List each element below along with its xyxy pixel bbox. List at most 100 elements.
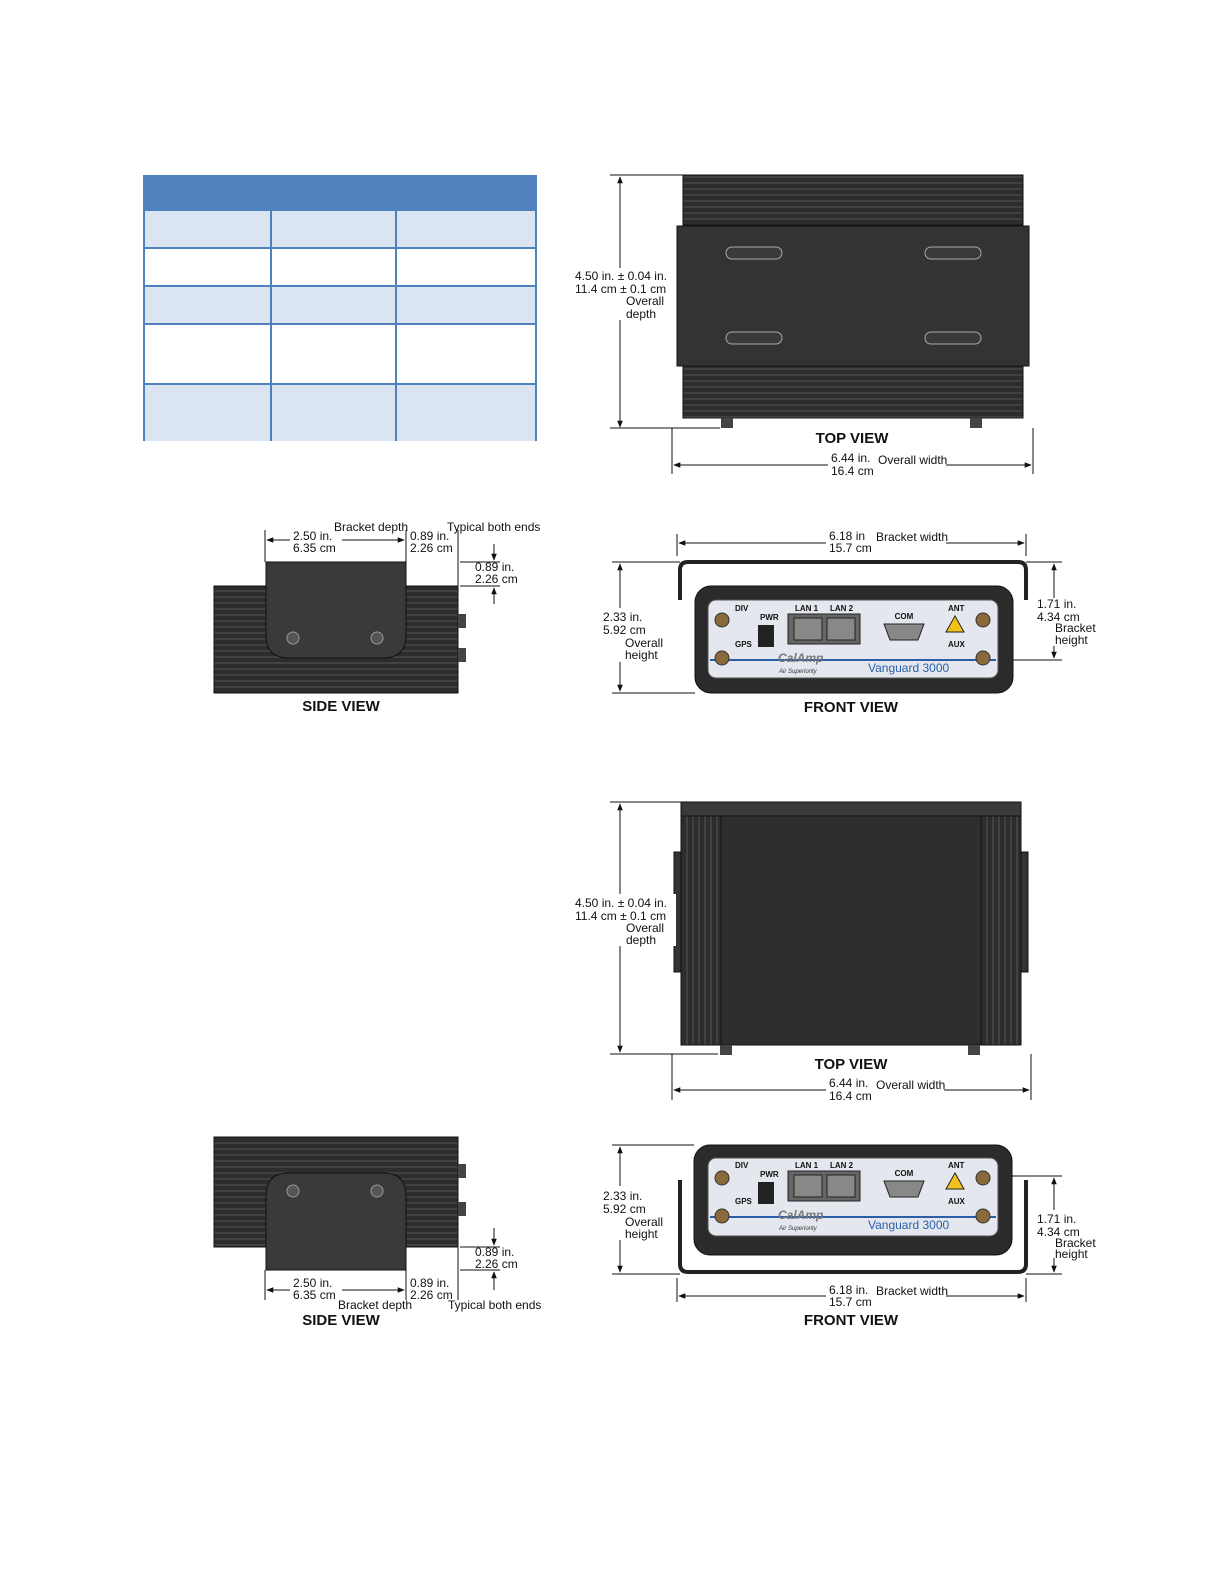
dim-label: height — [625, 1227, 658, 1241]
view-title: TOP VIEW — [816, 430, 890, 447]
mounting-bracket — [678, 560, 1028, 600]
dim-label: height — [625, 648, 658, 662]
dim-label: 2.26 cm — [410, 1288, 453, 1302]
dim-label: Bracket — [1055, 621, 1096, 635]
dim-label: Bracket width — [876, 1284, 948, 1298]
dim-label: Typical both ends — [447, 520, 540, 534]
dim-label: 6.44 in. — [829, 1076, 868, 1090]
dim-label: 5.92 cm — [603, 1202, 646, 1216]
port-label: GPS — [735, 1197, 753, 1206]
dim-label: 1.71 in. — [1037, 1212, 1076, 1226]
view-title: FRONT VIEW — [804, 1312, 899, 1329]
front-view-1: DIV GPS PWR LAN 1 LAN 2 COM ANT AUX CalA… — [600, 528, 1096, 716]
port-label: ANT — [948, 604, 965, 613]
dim-label: 16.4 cm — [831, 464, 874, 478]
dim-label: 0.89 in. — [410, 529, 449, 543]
mounting-bracket — [1020, 851, 1029, 973]
dim-label: Bracket depth — [338, 1298, 412, 1312]
view-title: SIDE VIEW — [302, 698, 380, 715]
spec-table-header — [145, 177, 535, 209]
dim-label: 2.26 cm — [475, 572, 518, 586]
table-cell — [395, 287, 535, 323]
port-label: DIV — [735, 1161, 749, 1170]
dim-label: Overall — [625, 1215, 663, 1229]
table-row — [145, 323, 535, 383]
port-label: GPS — [735, 640, 753, 649]
dim-label: 6.18 in — [829, 529, 865, 543]
dim-label: Typical both ends — [448, 1298, 541, 1312]
tagline: Air Superiority — [778, 669, 818, 675]
view-title: SIDE VIEW — [302, 1312, 380, 1329]
view-title: TOP VIEW — [815, 1056, 889, 1073]
dim-label: height — [1055, 633, 1088, 647]
port-label: COM — [895, 1169, 914, 1178]
dim-label: 2.33 in. — [603, 1189, 642, 1203]
dim-label: Overall — [625, 636, 663, 650]
dim-label: 1.71 in. — [1037, 597, 1076, 611]
dim-label: 5.92 cm — [603, 623, 646, 637]
port-label: PWR — [760, 613, 779, 622]
dim-label: 4.50 in. ± 0.04 in. — [575, 269, 667, 283]
dim-label: Overall width — [878, 453, 947, 467]
side-view-1: 2.50 in. 6.35 cm Bracket depth 0.89 in. … — [213, 520, 540, 715]
mounting-bracket — [678, 1180, 1028, 1274]
tagline: Air Superiority — [778, 1226, 818, 1232]
warning-icon — [945, 614, 965, 633]
top-view-1: 4.50 in. ± 0.04 in. 11.4 cm ± 0.1 cm Ove… — [572, 174, 1034, 478]
port-label: PWR — [760, 1170, 779, 1179]
port-label: LAN 2 — [830, 604, 854, 613]
warning-icon — [945, 1171, 965, 1190]
com-port — [883, 623, 925, 641]
table-cell — [395, 325, 535, 383]
dim-label: 2.50 in. — [293, 529, 332, 543]
dim-label: Bracket width — [876, 530, 948, 544]
port-label: AUX — [948, 1197, 966, 1206]
port-label: COM — [895, 612, 914, 621]
dim-label: Overall — [626, 921, 664, 935]
table-row — [145, 209, 535, 247]
table-cell — [395, 385, 535, 441]
dim-label: Overall — [626, 294, 664, 308]
dim-label: 2.26 cm — [410, 541, 453, 555]
brand-logo: CalAmp — [778, 651, 823, 665]
dim-label: 6.44 in. — [831, 451, 870, 465]
bracket-slot — [924, 246, 982, 260]
port-label: AUX — [948, 640, 966, 649]
front-view-2: DIV GPS PWR LAN 1 LAN 2 COM ANT AUX CalA… — [600, 1144, 1096, 1329]
dim-label: Bracket depth — [334, 520, 408, 534]
table-row — [145, 383, 535, 441]
dim-label: 2.26 cm — [475, 1257, 518, 1271]
dim-label: 0.89 in. — [475, 1245, 514, 1259]
dim-label: 0.89 in. — [475, 560, 514, 574]
bracket-slot — [924, 331, 982, 345]
table-cell — [395, 249, 535, 285]
top-view-2: 4.50 in. ± 0.04 in. 11.4 cm ± 0.1 cm Ove… — [572, 801, 1032, 1103]
dim-label: 2.33 in. — [603, 610, 642, 624]
view-title: FRONT VIEW — [804, 699, 899, 716]
bracket-slot — [725, 246, 783, 260]
device-body — [680, 801, 1022, 1046]
port-label: LAN 1 — [795, 604, 819, 613]
bracket-slot — [725, 331, 783, 345]
table-row — [145, 285, 535, 323]
table-cell — [270, 325, 395, 383]
table-cell — [395, 211, 535, 247]
dim-label: height — [1055, 1247, 1088, 1261]
dim-label: 2.50 in. — [293, 1276, 332, 1290]
dim-label: Overall width — [876, 1078, 945, 1092]
table-cell — [270, 287, 395, 323]
model-name: Vanguard 3000 — [868, 1218, 950, 1232]
port-label: ANT — [948, 1161, 965, 1170]
port-label: LAN 1 — [795, 1161, 819, 1170]
dim-label: Bracket — [1055, 1236, 1096, 1250]
dim-label: 4.50 in. ± 0.04 in. — [575, 896, 667, 910]
table-row — [145, 247, 535, 285]
model-name: Vanguard 3000 — [868, 661, 950, 675]
mounting-bracket — [265, 561, 407, 659]
dim-label: 11.4 cm ± 0.1 cm — [575, 282, 666, 296]
dim-label: 4.34 cm — [1037, 610, 1080, 624]
dim-label: 0.89 in. — [410, 1276, 449, 1290]
table-cell — [270, 385, 395, 441]
dim-label: 11.4 cm ± 0.1 cm — [575, 909, 666, 923]
